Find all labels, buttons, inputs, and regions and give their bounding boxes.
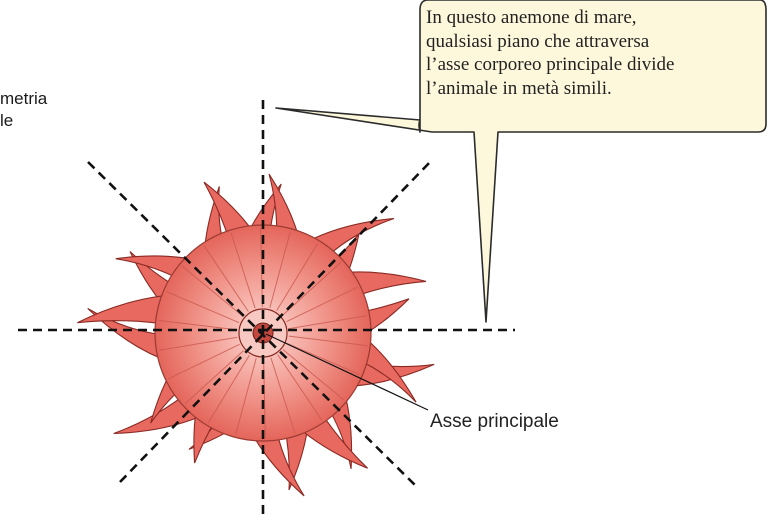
axis-label: Asse principale — [430, 411, 559, 433]
side-label-fragment: metria le — [0, 88, 120, 132]
sea-anemone-illustration — [77, 174, 434, 496]
callout-text: In questo anemone di mare, qualsiasi pia… — [426, 6, 756, 100]
callout-line-4: l’animale in metà simili. — [426, 77, 756, 101]
callout-line-1: In questo anemone di mare, — [426, 6, 756, 30]
callout-line-3: l’asse corporeo principale divide — [426, 53, 756, 77]
callout-line-2: qualsiasi piano che attraversa — [426, 30, 756, 54]
